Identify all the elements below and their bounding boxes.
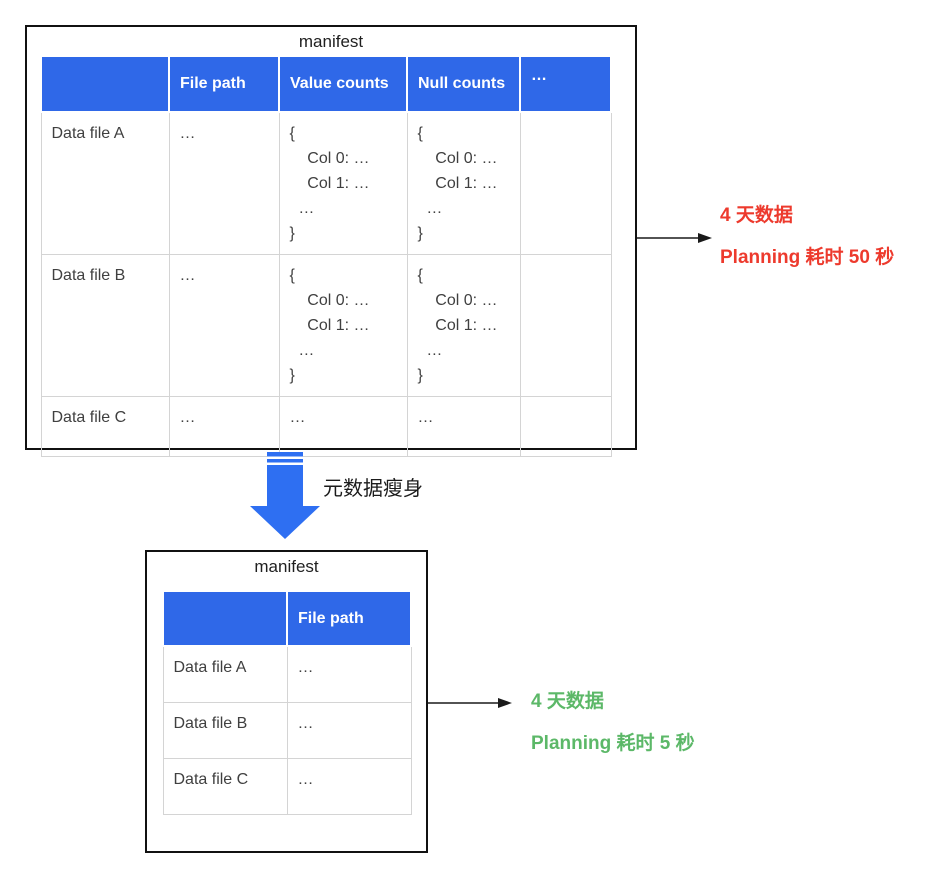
cell-value-counts: { Col 0: … Col 1: … … } bbox=[278, 111, 408, 255]
cell-name: Data file A bbox=[40, 111, 170, 255]
cell-more bbox=[519, 111, 612, 255]
annotation-before-line2: Planning 耗时 50 秒 bbox=[720, 246, 895, 268]
header-cell-file-path: File path bbox=[286, 590, 412, 647]
annotation-before: 4 天数据 Planning 耗时 50 秒 bbox=[720, 204, 894, 270]
annotation-after-line1: 4 天数据 bbox=[531, 691, 604, 712]
manifest-box-slim: manifest File path Data file A … Data fi… bbox=[145, 550, 428, 853]
table-header-row: File path bbox=[162, 590, 412, 647]
cell-value-counts: … bbox=[278, 396, 408, 457]
cell-more bbox=[519, 254, 612, 397]
table-header-row: File path Value counts Null counts … bbox=[40, 55, 612, 113]
header-cell-null-counts: Null counts bbox=[406, 55, 521, 113]
right-arrow-icon bbox=[428, 698, 512, 708]
cell-null-counts: … bbox=[406, 396, 521, 457]
right-arrow-icon bbox=[637, 233, 712, 243]
table-row: Data file C … bbox=[162, 757, 412, 815]
cell-file-path: … bbox=[168, 396, 280, 457]
header-cell-file-path: File path bbox=[168, 55, 280, 113]
table-row: Data file A … bbox=[162, 645, 412, 703]
cell-name: Data file B bbox=[162, 701, 288, 759]
header-cell-more: … bbox=[519, 55, 612, 113]
cell-null-counts: { Col 0: … Col 1: … … } bbox=[406, 111, 521, 255]
down-arrow-icon bbox=[250, 452, 320, 539]
header-cell-blank bbox=[40, 55, 170, 113]
header-cell-blank bbox=[162, 590, 288, 647]
cell-name: Data file C bbox=[40, 396, 170, 457]
transform-label: 元数据瘦身 bbox=[323, 478, 423, 500]
cell-file-path: … bbox=[286, 645, 412, 703]
header-cell-value-counts: Value counts bbox=[278, 55, 408, 113]
cell-name: Data file A bbox=[162, 645, 288, 703]
cell-file-path: … bbox=[168, 111, 280, 255]
table-row: Data file B … bbox=[162, 701, 412, 759]
cell-file-path: … bbox=[286, 701, 412, 759]
table-row: Data file C … … … bbox=[40, 396, 612, 457]
cell-file-path: … bbox=[286, 757, 412, 815]
manifest-title-slim: manifest bbox=[254, 557, 319, 576]
manifest-table-full: File path Value counts Null counts … Dat… bbox=[40, 55, 612, 457]
cell-name: Data file B bbox=[40, 254, 170, 397]
annotation-after-line2: Planning 耗时 5 秒 bbox=[531, 732, 695, 754]
manifest-box-full: manifest File path Value counts Null cou… bbox=[25, 25, 637, 457]
table-row: Data file B … { Col 0: … Col 1: … … } { … bbox=[40, 254, 612, 397]
manifest-title-full: manifest bbox=[298, 32, 364, 51]
cell-more bbox=[519, 396, 612, 457]
cell-value-counts: { Col 0: … Col 1: … … } bbox=[278, 254, 408, 397]
cell-name: Data file C bbox=[162, 757, 288, 815]
table-row: Data file A … { Col 0: … Col 1: … … } { … bbox=[40, 111, 612, 255]
manifest-table-slim: File path Data file A … Data file B … Da… bbox=[162, 590, 412, 815]
annotation-before-line1: 4 天数据 bbox=[720, 205, 793, 226]
cell-null-counts: { Col 0: … Col 1: … … } bbox=[406, 254, 521, 397]
cell-file-path: … bbox=[168, 254, 280, 397]
annotation-after: 4 天数据 Planning 耗时 5 秒 bbox=[531, 690, 695, 756]
